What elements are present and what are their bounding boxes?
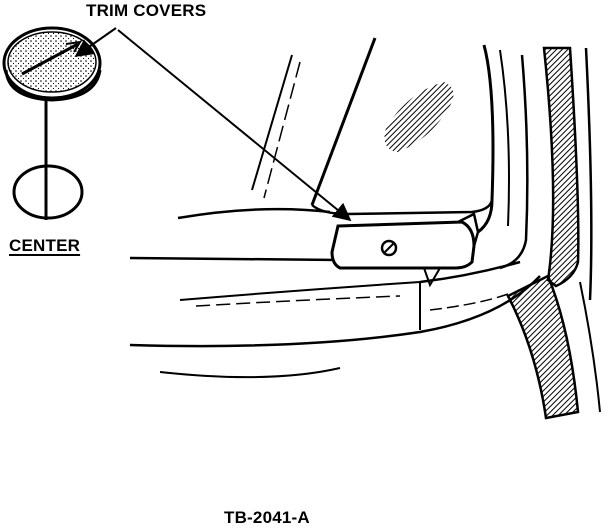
glass-reflection [384,82,454,152]
trim-cover-detail [2,26,102,220]
dash-contour-lines [129,256,541,379]
trim-covers-leaders [74,27,352,222]
mirror-base [330,212,480,288]
windshield-frame [177,37,529,270]
center-label: CENTER [9,236,81,255]
trim-cover-disc [2,26,102,102]
figure-id: TB-2041-A [224,508,310,527]
pillar-weatherstrip [506,46,601,420]
trim-covers-label: TRIM COVERS [86,1,207,20]
center-retainer-ring [12,164,84,220]
